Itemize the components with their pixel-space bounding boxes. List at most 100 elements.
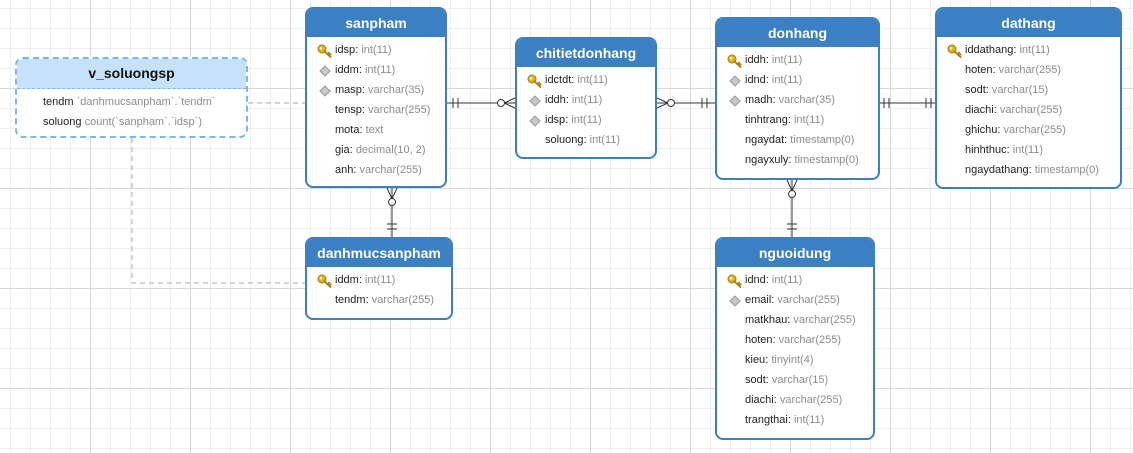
column-row[interactable]: tinhtrang: int(11) bbox=[717, 110, 878, 130]
column-name: ngaydathang bbox=[965, 164, 1029, 176]
column-name: iddm bbox=[335, 274, 359, 286]
column-row[interactable]: sodt: varchar(15) bbox=[937, 80, 1120, 100]
column-name: ngaydat bbox=[745, 134, 785, 146]
column-row[interactable]: tendm: varchar(255) bbox=[307, 290, 451, 310]
column-type: varchar(255) bbox=[998, 64, 1062, 76]
column-separator: : bbox=[765, 354, 772, 366]
entity-rows: tendm `danhmucsanpham`.`tendm`soluong co… bbox=[17, 89, 246, 132]
column-name: idsp bbox=[545, 114, 566, 126]
entity-title: dathang bbox=[937, 9, 1120, 37]
rel-chitietdonhang-donhang bbox=[656, 97, 715, 109]
entity-dathang[interactable]: dathang iddathang: int(11)hoten: varchar… bbox=[935, 7, 1122, 189]
column-name: tendm bbox=[43, 96, 74, 108]
entity-rows: idsp: int(11)iddm: int(11)masp: varchar(… bbox=[307, 37, 445, 180]
view-link-danhmucsanpham bbox=[131, 138, 305, 284]
column-row[interactable]: iddm: int(11) bbox=[307, 60, 445, 80]
column-type: varchar(15) bbox=[991, 84, 1049, 96]
column-type: varchar(255) bbox=[777, 294, 840, 306]
column-row[interactable]: ghichu: varchar(255) bbox=[937, 120, 1120, 140]
column-row[interactable]: idctdt: int(11) bbox=[517, 70, 655, 90]
column-separator: : bbox=[1013, 44, 1020, 56]
column-row[interactable]: tensp: varchar(255) bbox=[307, 100, 445, 120]
entity-danhmucsanpham[interactable]: danhmucsanpham iddm: int(11)tendm: varch… bbox=[305, 237, 453, 320]
entity-title: danhmucsanpham bbox=[307, 239, 451, 267]
column-separator: : bbox=[992, 64, 999, 76]
column-row[interactable]: iddathang: int(11) bbox=[937, 40, 1120, 60]
diamond-icon bbox=[317, 84, 331, 96]
column-row[interactable]: ngaydathang: timestamp(0) bbox=[937, 160, 1120, 180]
diamond-icon bbox=[727, 294, 741, 306]
column-separator: : bbox=[1006, 144, 1013, 156]
column-separator: : bbox=[772, 94, 779, 106]
column-row[interactable]: iddh: int(11) bbox=[517, 90, 655, 110]
column-separator: : bbox=[771, 294, 778, 306]
column-name: masp bbox=[335, 84, 362, 96]
column-row[interactable]: tendm `danhmucsanpham`.`tendm` bbox=[17, 92, 246, 112]
column-type: int(11) bbox=[364, 64, 396, 76]
column-row[interactable]: soluong: int(11) bbox=[517, 130, 655, 150]
column-row[interactable]: hoten: varchar(255) bbox=[717, 330, 873, 350]
column-type: int(11) bbox=[571, 94, 603, 106]
column-row[interactable]: idsp: int(11) bbox=[307, 40, 445, 60]
column-row[interactable]: diachi: varchar(255) bbox=[717, 390, 873, 410]
column-row[interactable]: hoten: varchar(255) bbox=[937, 60, 1120, 80]
column-type: varchar(255) bbox=[371, 294, 435, 306]
column-row[interactable]: diachi: varchar(255) bbox=[937, 100, 1120, 120]
column-separator: : bbox=[997, 124, 1004, 136]
column-row[interactable]: hinhthuc: int(11) bbox=[937, 140, 1120, 160]
column-row[interactable]: iddm: int(11) bbox=[307, 270, 451, 290]
column-separator: : bbox=[788, 154, 795, 166]
column-row[interactable]: matkhau: varchar(255) bbox=[717, 310, 873, 330]
column-separator: : bbox=[985, 84, 992, 96]
column-type: int(11) bbox=[1019, 44, 1050, 56]
column-row[interactable]: idsp: int(11) bbox=[517, 110, 655, 130]
column-type: text bbox=[365, 124, 384, 136]
column-name: idnd bbox=[745, 74, 766, 86]
column-row[interactable]: ngayxuly: timestamp(0) bbox=[717, 150, 878, 170]
column-name: email bbox=[745, 294, 772, 306]
column-row[interactable]: iddh: int(11) bbox=[717, 50, 878, 70]
column-type: varchar(15) bbox=[771, 374, 829, 386]
column-name: idctdt bbox=[545, 74, 572, 86]
column-separator: : bbox=[571, 74, 578, 86]
column-row[interactable]: gia: decimal(10, 2) bbox=[307, 140, 445, 160]
column-row[interactable]: email: varchar(255) bbox=[717, 290, 873, 310]
column-name: gia bbox=[335, 144, 350, 156]
diamond-icon bbox=[527, 114, 541, 126]
column-row[interactable]: anh: varchar(255) bbox=[307, 160, 445, 180]
column-row[interactable]: kieu: tinyint(4) bbox=[717, 350, 873, 370]
column-type: int(11) bbox=[577, 74, 608, 86]
column-name: mota bbox=[335, 124, 360, 136]
column-separator: : bbox=[358, 64, 365, 76]
column-type: timestamp(0) bbox=[794, 154, 859, 166]
column-type: varchar(35) bbox=[778, 94, 835, 106]
column-row[interactable]: masp: varchar(35) bbox=[307, 80, 445, 100]
column-type: count(`sanpham`.`idsp`) bbox=[84, 116, 202, 128]
column-row[interactable]: idnd: int(11) bbox=[717, 270, 873, 290]
column-name: idnd bbox=[745, 274, 766, 286]
column-name: hoten bbox=[745, 334, 773, 346]
column-type: int(11) bbox=[793, 414, 825, 426]
entity-nguoidung[interactable]: nguoidung idnd: int(11)email: varchar(25… bbox=[715, 237, 875, 440]
column-name: iddm bbox=[335, 64, 359, 76]
column-type: int(11) bbox=[1012, 144, 1044, 156]
column-name: tinhtrang bbox=[745, 114, 788, 126]
column-type: varchar(255) bbox=[793, 314, 856, 326]
column-row[interactable]: mota: text bbox=[307, 120, 445, 140]
column-name: iddathang bbox=[965, 44, 1014, 56]
column-row[interactable]: sodt: varchar(15) bbox=[717, 370, 873, 390]
column-row[interactable]: trangthai: int(11) bbox=[717, 410, 873, 430]
column-row[interactable]: ngaydat: timestamp(0) bbox=[717, 130, 878, 150]
entity-sanpham[interactable]: sanpham idsp: int(11)iddm: int(11)masp: … bbox=[305, 7, 447, 188]
column-type: int(11) bbox=[361, 44, 392, 56]
entity-v-soluongsp[interactable]: v_soluongsp tendm `danhmucsanpham`.`tend… bbox=[15, 57, 248, 138]
entity-chitietdonhang[interactable]: chitietdonhang idctdt: int(11)iddh: int(… bbox=[515, 37, 657, 159]
column-separator: : bbox=[355, 44, 362, 56]
entity-donhang[interactable]: donhang iddh: int(11)idnd: int(11)madh: … bbox=[715, 17, 880, 180]
column-row[interactable]: madh: varchar(35) bbox=[717, 90, 878, 110]
column-row[interactable]: idnd: int(11) bbox=[717, 70, 878, 90]
column-row[interactable]: soluong count(`sanpham`.`idsp`) bbox=[17, 112, 246, 132]
column-name: ghichu bbox=[965, 124, 998, 136]
column-name: hinhthuc bbox=[965, 144, 1007, 156]
column-type: int(11) bbox=[571, 114, 602, 126]
